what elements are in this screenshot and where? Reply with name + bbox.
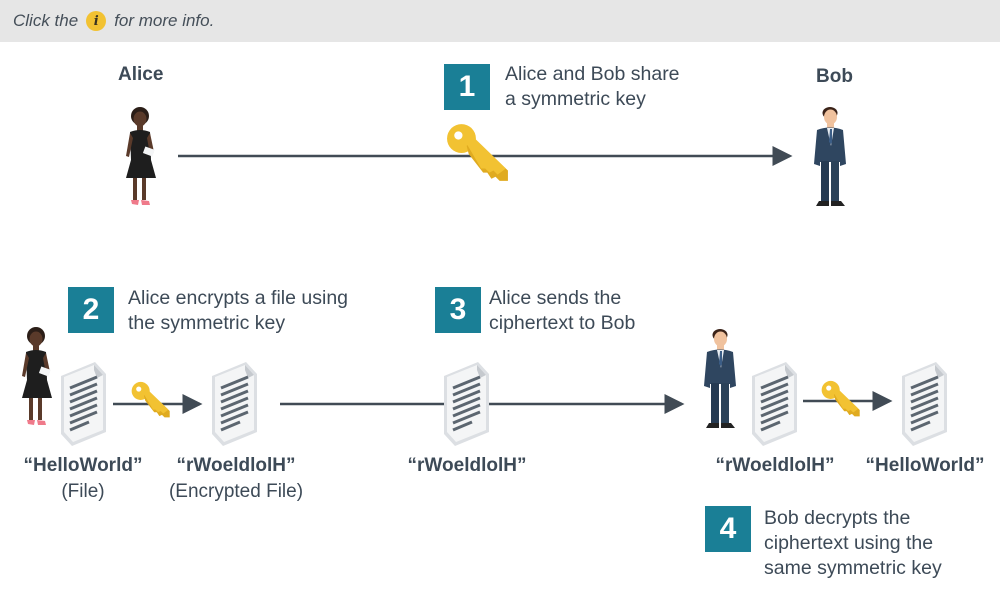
step-1-line-2: a symmetric key [505,88,646,110]
info-icon[interactable]: i [86,11,107,31]
file-caption-encrypted: “rWoeldlolH” (Encrypted File) [150,455,322,503]
file-caption-received: “rWoeldlolH” [700,455,850,477]
document-icon [902,362,948,446]
step-3-badge: 3 [435,287,481,333]
step-4-line-3: same symmetric key [764,557,942,579]
file-caption-in-transit: “rWoeldlolH” [392,455,542,477]
step-2-badge: 2 [68,287,114,333]
file-label: “rWoeldlolH” [176,455,296,476]
man-person-icon [814,107,846,206]
info-text-after: for more info. [114,11,215,30]
file-sublabel: (Encrypted File) [168,481,304,502]
file-label: “rWoeldlolH” [715,455,835,476]
file-sublabel: (File) [61,481,105,502]
key-icon [447,124,508,181]
file-label: “HelloWorld” [23,455,143,476]
step-4-line-2: ciphertext using the [764,532,934,554]
man-person-icon [704,329,736,428]
file-caption-plain: “HelloWorld” (File) [8,455,158,503]
info-text-before: Click the [13,11,79,30]
step-3-line-2: ciphertext to Bob [489,312,636,334]
step-3-text: Alice sends the ciphertext to Bob [489,286,635,336]
key-icon [821,380,860,417]
file-caption-decrypted: “HelloWorld” [852,455,998,477]
info-bar: Click the i for more info. [0,0,1000,42]
document-icon [752,362,798,446]
file-label: “HelloWorld” [865,455,985,476]
bob-name: Bob [816,66,853,87]
document-icon [444,362,490,446]
step-3-line-1: Alice sends the [489,287,622,309]
step-2-line-1: Alice encrypts a file using [128,287,349,309]
step-1-text: Alice and Bob share a symmetric key [505,62,680,112]
info-bar-text: Click the i for more info. [13,11,214,31]
step-2-line-2: the symmetric key [128,312,286,334]
step-4-line-1: Bob decrypts the [764,507,911,529]
woman-person-icon [22,327,52,425]
step-1-badge: 1 [444,64,490,110]
key-icon [131,381,170,418]
document-icon [61,362,107,446]
step-2-text: Alice encrypts a file using the symmetri… [128,286,348,336]
step-4-badge: 4 [705,506,751,552]
step-4-text: Bob decrypts the ciphertext using the sa… [764,506,942,581]
woman-person-icon [126,107,156,205]
alice-name: Alice [118,64,164,85]
document-icon [212,362,258,446]
step-1-line-1: Alice and Bob share [505,63,680,85]
file-label: “rWoeldlolH” [407,455,527,476]
